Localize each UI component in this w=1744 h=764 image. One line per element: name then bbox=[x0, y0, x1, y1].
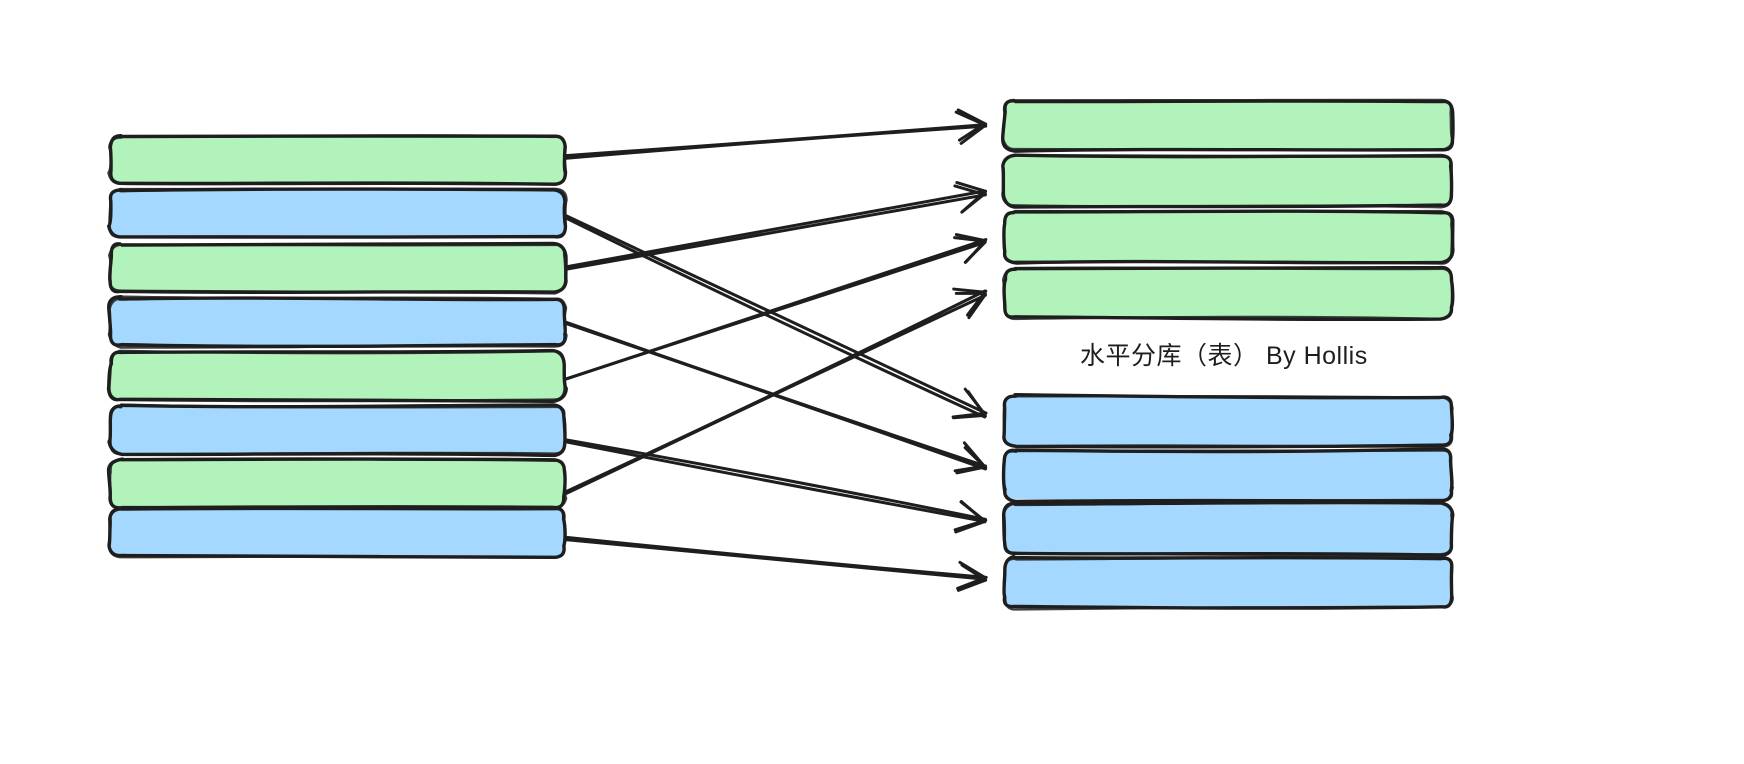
arrow-head bbox=[956, 576, 986, 590]
green-shard-row-outline-3 bbox=[1001, 266, 1454, 321]
source-row-fill-3 bbox=[109, 297, 567, 348]
source-row-3[interactable] bbox=[107, 295, 568, 349]
source-row-outline-5 bbox=[108, 403, 567, 456]
source-row-outline-3 bbox=[107, 295, 567, 349]
green-shard-layer bbox=[1000, 98, 1455, 322]
source-row-2[interactable] bbox=[107, 241, 568, 295]
source-row-4[interactable] bbox=[106, 348, 568, 404]
blue-shard-row-1[interactable] bbox=[1001, 447, 1454, 504]
blue-shard-row-fill-3 bbox=[1003, 556, 1454, 608]
connection-line bbox=[564, 124, 988, 160]
blue-shard-row-outline-2 bbox=[1002, 501, 1454, 557]
green-shard-row-2[interactable] bbox=[1002, 209, 1455, 265]
source-row-fill-7 bbox=[109, 507, 566, 558]
source-row-fill-5 bbox=[110, 405, 566, 455]
green-shard-row-outline-1 bbox=[1001, 153, 1454, 209]
connection-arrow-c4[interactable] bbox=[564, 287, 988, 495]
source-row-fill-4 bbox=[109, 351, 566, 402]
arrow-head bbox=[959, 124, 986, 145]
connection-line bbox=[564, 214, 988, 415]
connection-arrow-c5[interactable] bbox=[564, 214, 988, 420]
connection-line bbox=[565, 322, 987, 471]
source-row-fill-2 bbox=[109, 242, 566, 294]
connection-arrow-c2[interactable] bbox=[563, 181, 988, 271]
diagram-caption: 水平分库（表） By Hollis bbox=[1080, 342, 1368, 370]
arrow-head bbox=[955, 465, 986, 475]
connection-line bbox=[563, 189, 987, 269]
connection-line bbox=[564, 293, 987, 495]
green-shard-row-fill-0 bbox=[1002, 99, 1453, 151]
green-shard-row-fill-3 bbox=[1003, 267, 1453, 319]
source-row-outline-1 bbox=[108, 187, 568, 239]
connection-line bbox=[563, 440, 986, 523]
source-row-outline-0 bbox=[107, 134, 568, 186]
arrow-head bbox=[953, 236, 987, 243]
arrow-head bbox=[954, 520, 986, 534]
arrow-head bbox=[967, 292, 987, 320]
connection-arrow-c1[interactable] bbox=[564, 108, 988, 160]
connection-arrow-c3[interactable] bbox=[563, 233, 988, 381]
source-row-5[interactable] bbox=[107, 403, 567, 458]
blue-shard-row-outline-3 bbox=[1002, 555, 1454, 611]
connection-line bbox=[563, 241, 986, 381]
source-row-6[interactable] bbox=[106, 457, 568, 511]
green-shard-row-1[interactable] bbox=[1001, 153, 1454, 209]
blue-shard-row-fill-0 bbox=[1003, 396, 1453, 447]
connection-line bbox=[565, 217, 987, 419]
connection-arrow-c8[interactable] bbox=[563, 535, 988, 592]
arrow-head bbox=[955, 181, 988, 193]
connection-line bbox=[563, 535, 988, 579]
source-row-fill-6 bbox=[110, 459, 566, 509]
blue-shard-row-0[interactable] bbox=[1002, 392, 1455, 449]
blue-shard-row-2[interactable] bbox=[1001, 500, 1455, 557]
source-row-0[interactable] bbox=[107, 133, 568, 186]
arrow-head bbox=[957, 122, 986, 142]
arrow-head bbox=[953, 184, 987, 197]
green-shard-row-0[interactable] bbox=[1000, 98, 1455, 153]
connection-line bbox=[565, 193, 987, 271]
arrow-head bbox=[963, 446, 988, 470]
source-stack-layer bbox=[106, 133, 568, 560]
source-row-7[interactable] bbox=[107, 505, 567, 560]
source-row-outline-7 bbox=[107, 505, 567, 559]
source-row-1[interactable] bbox=[107, 187, 568, 239]
arrow-head bbox=[952, 287, 987, 294]
blue-shard-row-outline-1 bbox=[1002, 448, 1454, 503]
arrow-head bbox=[960, 563, 988, 582]
source-row-outline-2 bbox=[107, 243, 567, 295]
connections-layer bbox=[563, 108, 988, 592]
blue-shard-row-fill-1 bbox=[1003, 449, 1453, 502]
arrow-head bbox=[959, 500, 987, 524]
arrow-head bbox=[960, 191, 987, 214]
green-shard-row-3[interactable] bbox=[1001, 265, 1455, 322]
arrow-head bbox=[951, 413, 987, 420]
blue-shard-layer bbox=[1001, 392, 1455, 611]
blue-shard-row-outline-0 bbox=[1002, 394, 1454, 448]
green-shard-row-fill-1 bbox=[1003, 155, 1454, 207]
arrow-head bbox=[963, 240, 987, 264]
blue-shard-row-3[interactable] bbox=[1002, 554, 1454, 611]
source-row-outline-4 bbox=[108, 349, 566, 403]
source-row-fill-1 bbox=[109, 189, 566, 238]
green-shard-row-outline-2 bbox=[1002, 209, 1454, 265]
blue-shard-row-fill-2 bbox=[1003, 503, 1454, 555]
source-row-fill-0 bbox=[109, 135, 566, 185]
connection-line bbox=[565, 538, 986, 581]
green-shard-row-fill-2 bbox=[1003, 211, 1453, 264]
connection-arrow-c6[interactable] bbox=[565, 320, 988, 475]
arrow-head bbox=[956, 578, 987, 592]
connection-arrow-c7[interactable] bbox=[563, 438, 988, 534]
source-row-outline-3 bbox=[107, 295, 568, 349]
arrow-head bbox=[954, 110, 988, 127]
green-shard-row-outline-0 bbox=[1001, 98, 1454, 151]
arrow-head bbox=[965, 289, 988, 317]
arrow-head bbox=[966, 390, 987, 418]
connection-line bbox=[563, 438, 987, 521]
